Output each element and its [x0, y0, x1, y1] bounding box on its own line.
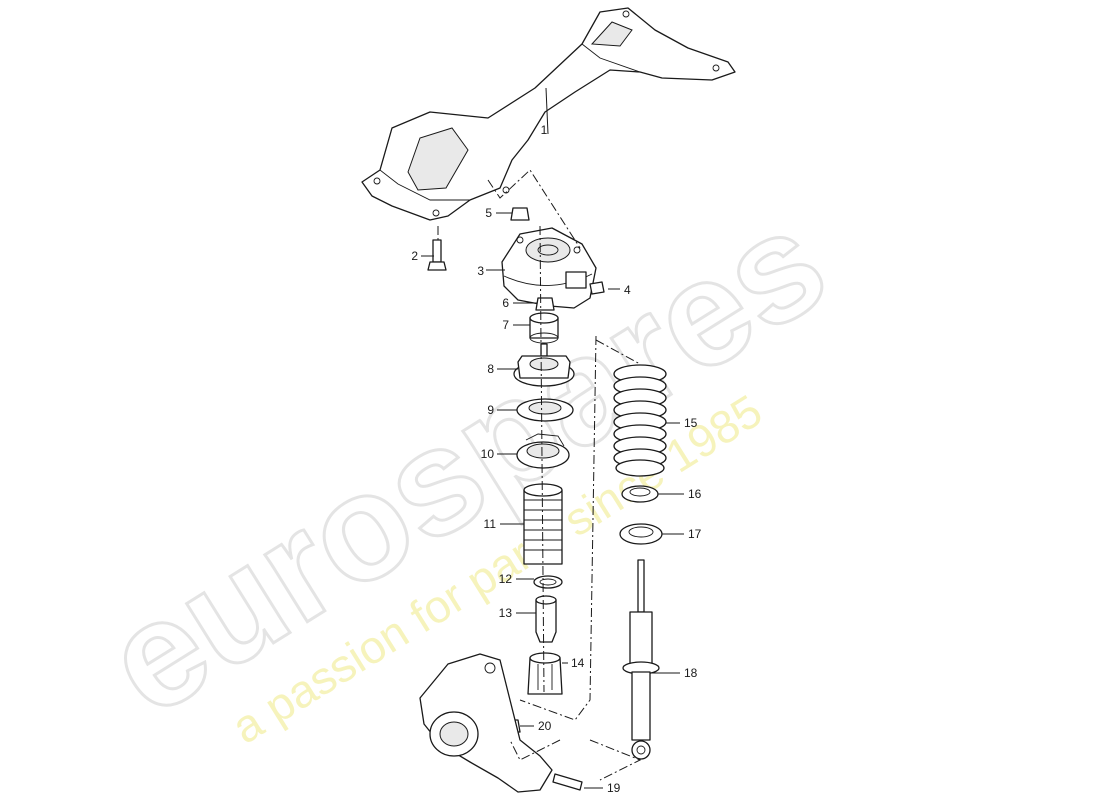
- part-5-nut: [510, 207, 530, 221]
- callout-14: 14: [571, 656, 585, 670]
- part-8-spring-plate: [513, 343, 575, 387]
- part-4-bolt: [589, 281, 605, 295]
- part-14-adapter-sleeve: [527, 652, 563, 695]
- callout-17: 17: [688, 527, 702, 541]
- assembly-lines: [437, 169, 642, 781]
- part-7-bushing: [529, 312, 559, 344]
- callout-6: 6: [502, 296, 509, 310]
- callout-15: 15: [684, 416, 698, 430]
- callout-11: 11: [484, 517, 497, 531]
- part-1-crossmember: [361, 7, 736, 221]
- callout-4: 4: [624, 283, 631, 297]
- part-17-spring-seat-lower: [619, 523, 663, 545]
- callouts: 1 2 3 4 5 6 7 8 9 10 11 12 13 14 15 16 1…: [411, 123, 701, 795]
- callout-19: 19: [607, 781, 621, 795]
- callout-5: 5: [485, 206, 492, 220]
- callout-13: 13: [499, 606, 513, 620]
- callout-10: 10: [481, 447, 495, 461]
- callout-16: 16: [688, 487, 702, 501]
- callout-9: 9: [487, 403, 494, 417]
- part-9-spring-seat: [516, 398, 574, 422]
- leader-lines: [421, 87, 684, 789]
- callout-2: 2: [411, 249, 418, 263]
- callout-18: 18: [684, 666, 698, 680]
- part-6-nut: [535, 297, 555, 311]
- part-16-spring-seat: [621, 485, 659, 503]
- part-2-bolt: [427, 239, 447, 271]
- callout-1: 1: [541, 123, 548, 137]
- part-18-shock-absorber: [622, 559, 660, 760]
- part-10-isolator: [516, 433, 570, 469]
- callout-20: 20: [538, 719, 552, 733]
- part-19-bolt: [552, 773, 583, 791]
- callout-8: 8: [487, 362, 494, 376]
- callout-3: 3: [477, 264, 484, 278]
- part-12-retaining-ring: [533, 575, 563, 589]
- part-15-coil-spring: [613, 364, 667, 477]
- part-13-bump-stop: [535, 595, 557, 643]
- part-3-strut-mount: [501, 227, 597, 309]
- callout-7: 7: [502, 318, 509, 332]
- callout-12: 12: [499, 572, 513, 586]
